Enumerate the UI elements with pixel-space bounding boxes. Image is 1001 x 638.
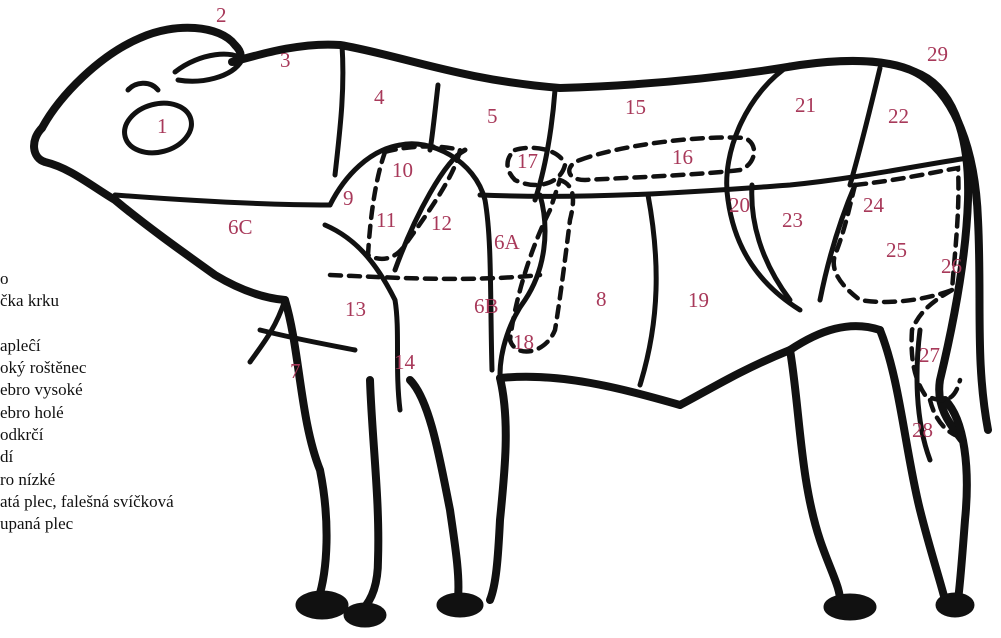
legend-item: atá plec, falešná svíčková bbox=[0, 491, 174, 511]
front-leg-left bbox=[281, 296, 331, 604]
cut-number-23: 23 bbox=[782, 208, 803, 232]
cut-line-20-23 bbox=[749, 182, 793, 303]
cut-line-21-outline bbox=[724, 62, 803, 313]
cut-number-28: 28 bbox=[912, 418, 933, 442]
legend-item: ebro holé bbox=[0, 402, 64, 422]
hoof-2 bbox=[343, 602, 387, 628]
cut-number-19: 19 bbox=[688, 288, 709, 312]
cut-number-15: 15 bbox=[625, 95, 646, 119]
ear-outline bbox=[172, 51, 245, 84]
cut-number-8: 8 bbox=[596, 287, 607, 311]
dash-cut-18 bbox=[507, 177, 576, 354]
cut-number-20: 20 bbox=[729, 193, 750, 217]
hind-leg-front bbox=[786, 346, 845, 609]
cut-line-neck bbox=[112, 192, 333, 208]
cut-line-4-5 bbox=[427, 82, 441, 153]
eye bbox=[125, 80, 161, 93]
cut-line-8-19 bbox=[637, 192, 659, 388]
dash-line-shoulder bbox=[327, 272, 543, 282]
cut-number-16: 16 bbox=[672, 145, 693, 169]
cut-line-5-15 bbox=[532, 87, 558, 203]
legend-item: dí bbox=[0, 447, 14, 467]
legend-item: ebro vysoké bbox=[0, 380, 83, 400]
cut-number-6b: 6B bbox=[474, 294, 499, 318]
legend-item: o bbox=[0, 269, 9, 288]
cut-line-9-13 bbox=[322, 222, 403, 413]
cut-number-10: 10 bbox=[392, 158, 413, 182]
cut-number-27: 27 bbox=[919, 343, 940, 367]
dash-cut-10-11 bbox=[365, 144, 463, 262]
hoof-3 bbox=[436, 592, 484, 618]
front-leg-right-back bbox=[486, 374, 510, 604]
cut-number-26: 26 bbox=[941, 254, 962, 278]
front-leg-right bbox=[406, 376, 463, 602]
legend-item: čka krku bbox=[0, 291, 60, 311]
hind-leg-back bbox=[876, 326, 949, 604]
hoof-1 bbox=[295, 590, 349, 620]
cut-number-6c: 6C bbox=[228, 215, 253, 239]
cut-number-29: 29 bbox=[927, 42, 948, 66]
cut-number-1: 1 bbox=[157, 114, 168, 138]
cut-number-21: 21 bbox=[795, 93, 816, 117]
dash-cut-16 bbox=[567, 135, 757, 183]
front-leg-left-back bbox=[358, 376, 383, 614]
legend-item: oký roštěnec bbox=[0, 358, 87, 378]
cut-number-22: 22 bbox=[888, 104, 909, 128]
cut-number-6a: 6A bbox=[494, 230, 520, 254]
cut-line-6a-8 bbox=[497, 192, 548, 378]
cut-number-11: 11 bbox=[376, 208, 397, 232]
cut-number-25: 25 bbox=[886, 238, 907, 262]
cut-number-4: 4 bbox=[374, 85, 385, 109]
dash-cut-17 bbox=[505, 145, 568, 188]
dash-cut-28 bbox=[927, 397, 958, 438]
dash-cut-24-25 bbox=[831, 165, 961, 305]
cut-number-24: 24 bbox=[863, 193, 884, 217]
cut-number-14: 14 bbox=[394, 350, 415, 374]
cow-head-outline bbox=[30, 124, 289, 304]
legend-item bbox=[0, 313, 174, 335]
cut-number-12: 12 bbox=[431, 211, 452, 235]
cut-number-9: 9 bbox=[343, 186, 354, 210]
tail bbox=[911, 68, 992, 434]
cut-number-3: 3 bbox=[280, 48, 291, 72]
hoof-5 bbox=[935, 592, 975, 618]
cut-line-shoulder bbox=[327, 141, 495, 373]
cut-line-3-4 bbox=[332, 42, 346, 178]
cow-body-outline bbox=[38, 23, 973, 444]
cut-number-18: 18 bbox=[513, 330, 534, 354]
cut-line-back bbox=[477, 155, 971, 199]
cut-1-outline bbox=[122, 100, 194, 156]
cut-number-5: 5 bbox=[487, 104, 498, 128]
cut-number-13: 13 bbox=[345, 297, 366, 321]
cut-line-27 bbox=[914, 327, 933, 463]
cut-legend: o čka krku apleĉí oký roštěnec ebro vyso… bbox=[0, 268, 174, 536]
cut-line-7 bbox=[257, 327, 358, 353]
cut-number-2: 2 bbox=[216, 3, 227, 27]
legend-item: ro nízké bbox=[0, 469, 56, 489]
dash-cut-26-27 bbox=[909, 287, 963, 403]
legend-item: upaná plec bbox=[0, 514, 74, 534]
cow-belly-outline bbox=[496, 322, 884, 409]
hoof-4 bbox=[823, 593, 877, 621]
cut-line-6c-7 bbox=[247, 297, 288, 365]
cut-line-21-22 bbox=[847, 65, 883, 188]
hind-leg-rear bbox=[941, 396, 971, 604]
cut-line-23-25 bbox=[817, 182, 858, 303]
cut-number-7: 7 bbox=[290, 359, 301, 383]
legend-item: odkrčí bbox=[0, 425, 44, 445]
cut-number-17: 17 bbox=[517, 149, 538, 173]
legend-item: apleĉí bbox=[0, 335, 41, 355]
